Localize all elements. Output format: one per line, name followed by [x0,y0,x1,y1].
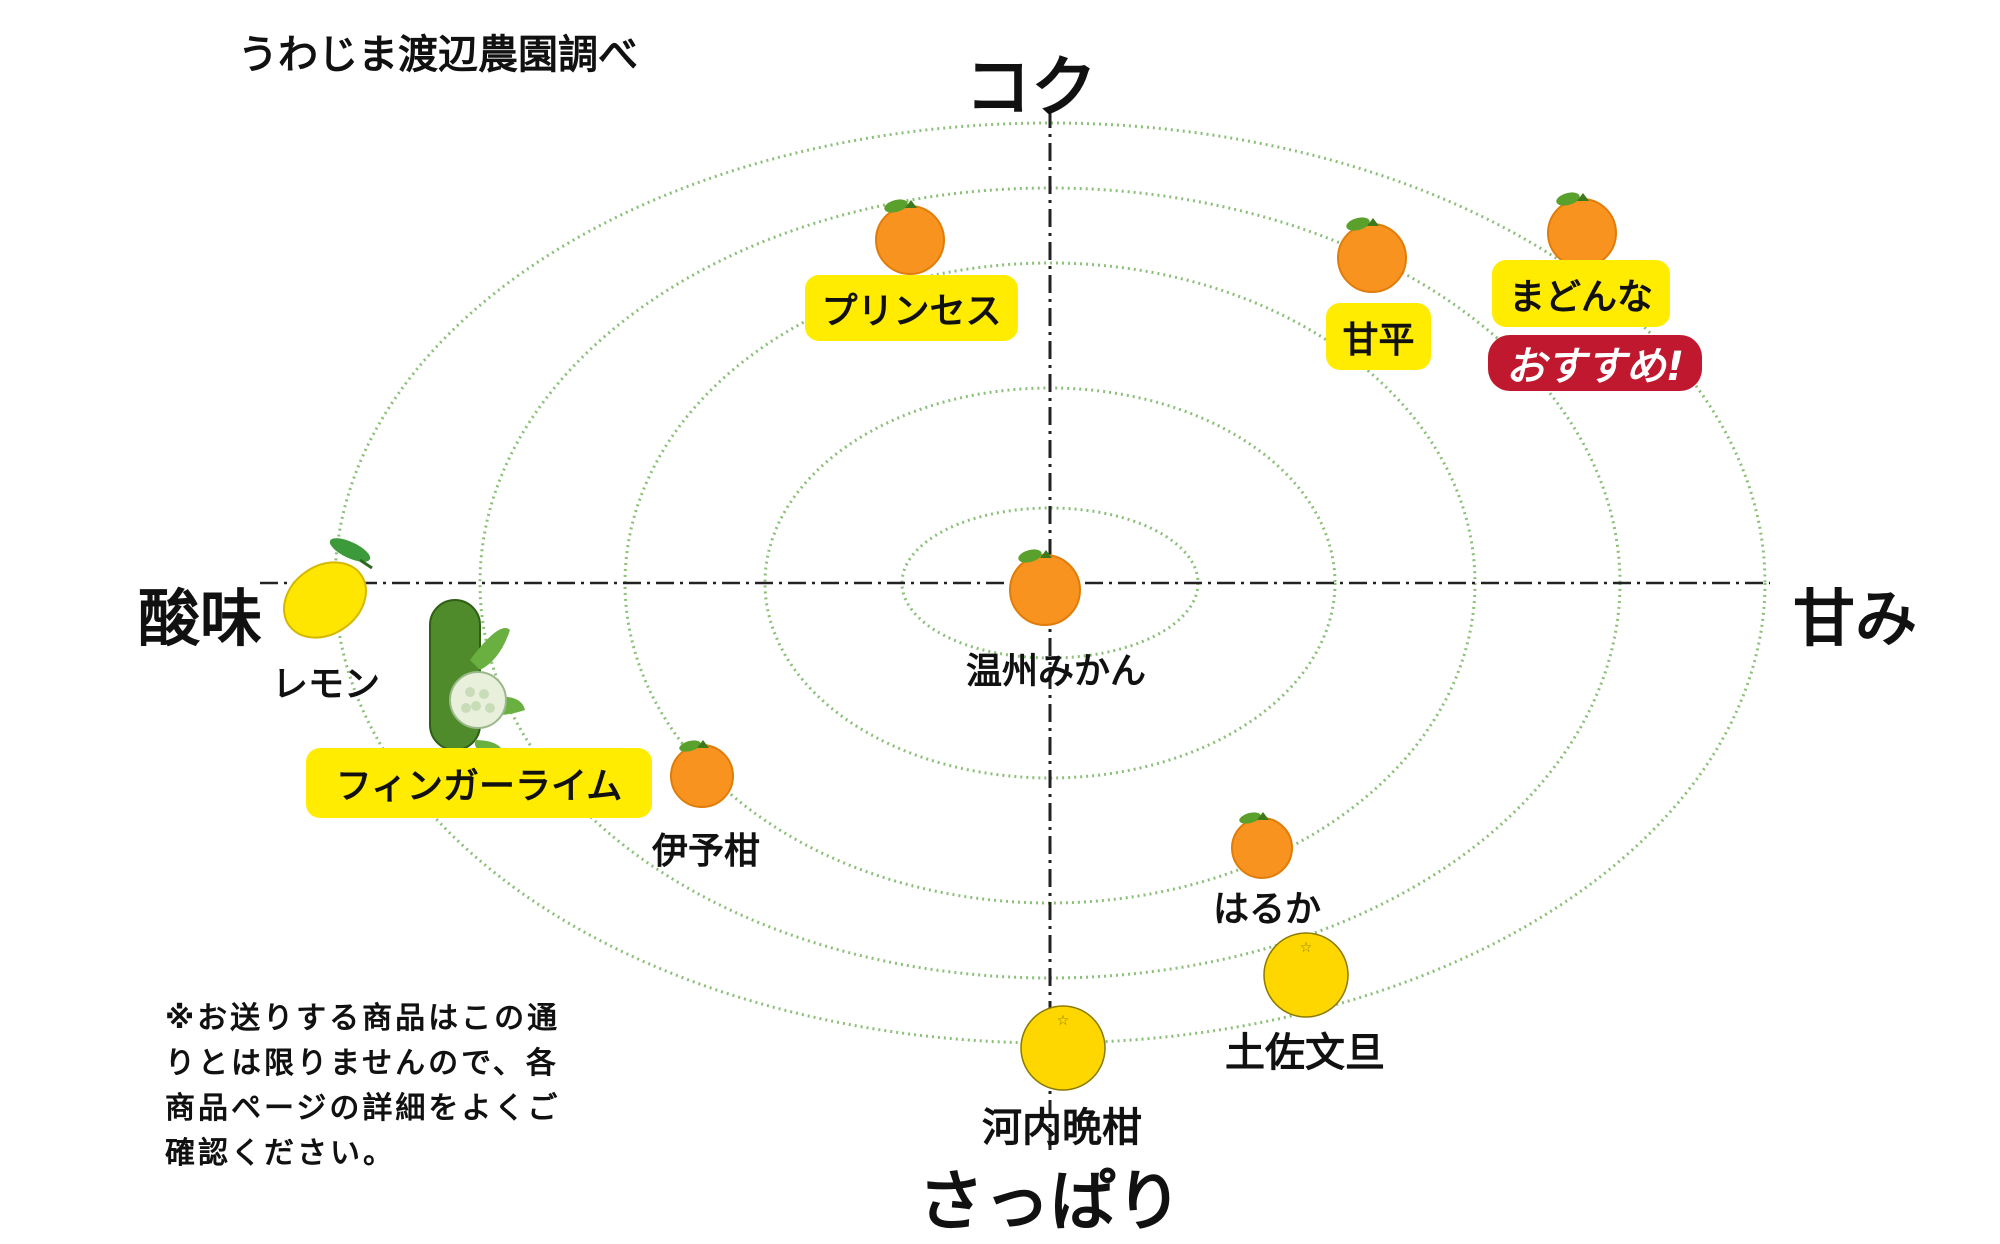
label-lemon: レモン [272,664,381,705]
axis-label-left: 酸味 [138,582,263,655]
axis-label-right: 甘み [1793,582,1918,655]
fruit-kawachi-bankan: ☆ [1020,1005,1106,1091]
orange-madonna [1547,192,1617,268]
label-kawachi-bankan: 河内晩柑 [982,1105,1142,1151]
credit-text: うわじま渡辺農園調べ [238,32,638,78]
label-tosa-buntan: 土佐文旦 [1225,1030,1385,1076]
label-iyokan: 伊予柑 [652,831,761,872]
orange-princess [875,199,945,275]
label-princess: プリンセス [805,275,1018,341]
recommend-badge: おすすめ! [1488,335,1702,391]
axis-label-top: コク [965,49,1097,126]
disclaimer-note: ※お送りする商品はこの通りとは限りませんので、各商品ページの詳細をよくご確認くだ… [165,1001,561,1171]
svg-text:☆: ☆ [1300,940,1313,956]
axis-label-bottom: さっぱり [918,1163,1182,1240]
orange-unshu [1009,549,1081,626]
orange-haruka [1231,812,1293,879]
lemon-icon [283,538,373,639]
label-haruka: はるか [1213,889,1322,930]
label-finger-lime: フィンガーライム [306,748,652,818]
label-madonna: まどんな [1492,260,1670,327]
label-unshu: 温州みかん [966,651,1147,692]
finger-lime-icon [429,599,525,760]
svg-text:☆: ☆ [1057,1013,1070,1029]
orange-iyokan [670,740,734,808]
label-kanpei: 甘平 [1326,303,1431,370]
orange-kanpei [1337,217,1407,293]
fruit-tosa-buntan: ☆ [1263,932,1349,1018]
